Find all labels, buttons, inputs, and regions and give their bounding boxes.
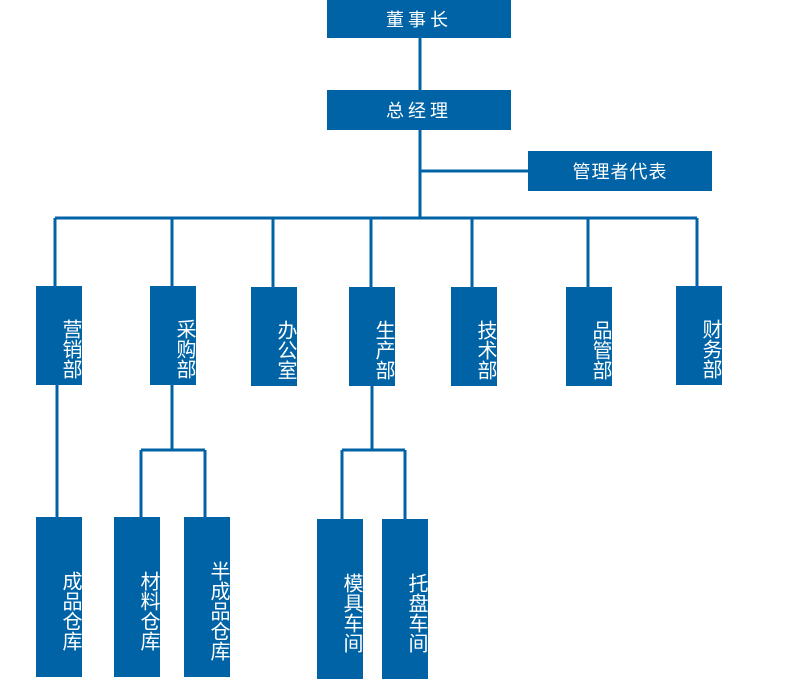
department-purchasing: 采购部: [150, 286, 197, 385]
sub-unit-material-warehouse: 材料仓库: [114, 517, 161, 677]
general-manager-box: 总经理: [327, 90, 511, 130]
board-chairman-box: 董事长: [327, 0, 511, 38]
sub-unit-pallet-workshop: 托盘车间: [382, 519, 429, 679]
department-finance: 财务部: [676, 286, 723, 385]
department-production: 生产部: [349, 287, 396, 386]
department-technology: 技术部: [451, 287, 498, 386]
management-representative-box: 管理者代表: [528, 151, 712, 191]
sub-unit-semi-finished-warehouse: 半成品仓库: [184, 517, 231, 677]
department-quality: 品管部: [566, 287, 613, 386]
sub-unit-finished-goods-warehouse: 成品仓库: [36, 517, 83, 677]
department-marketing: 营销部: [36, 286, 83, 385]
department-office: 办公室: [251, 287, 298, 386]
sub-unit-mold-workshop: 模具车间: [317, 519, 364, 679]
